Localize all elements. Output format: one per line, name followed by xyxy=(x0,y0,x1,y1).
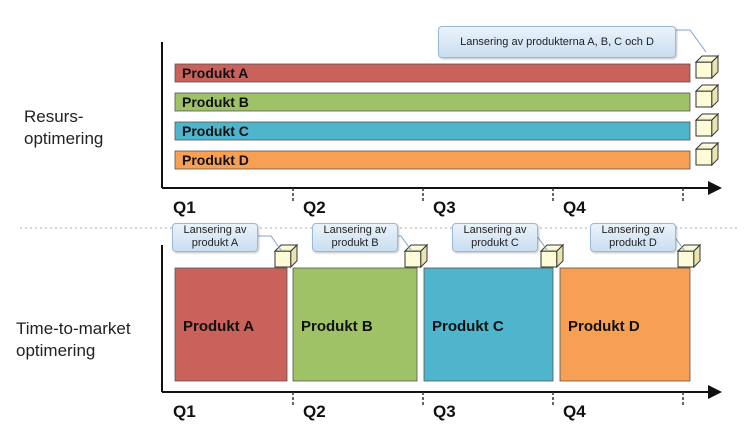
top-quarter-label: Q4 xyxy=(563,198,586,217)
top-quarter-label: Q2 xyxy=(303,198,326,217)
product-bar-label: Produkt B xyxy=(182,94,249,110)
product-bar xyxy=(174,92,691,112)
row-label-resource: Resurs- optimering xyxy=(24,107,104,148)
top-bars: Produkt A Produkt B Produkt C Produkt D xyxy=(174,63,691,170)
launch-cube-icon xyxy=(694,141,720,167)
top-launch-callout: Lansering av produkterna A, B, C och D xyxy=(438,26,676,58)
launch-callout-b: Lansering av produkt B xyxy=(312,223,398,252)
product-bar xyxy=(174,63,691,83)
product-bar xyxy=(174,121,691,141)
launch-callout-a: Lansering av produkt A xyxy=(172,223,258,252)
product-block-label: Produkt D xyxy=(568,318,640,335)
product-block xyxy=(423,267,554,382)
bottom-quarter-label: Q3 xyxy=(433,402,456,421)
product-bar-label: Produkt C xyxy=(182,123,249,139)
callout-pointer xyxy=(256,235,282,251)
product-block-label: Produkt C xyxy=(432,318,504,335)
product-block-label: Produkt B xyxy=(301,318,373,335)
bottom-quarter-label: Q1 xyxy=(173,402,196,421)
product-block xyxy=(559,267,691,382)
top-ticks xyxy=(292,188,684,202)
launch-cube-icon xyxy=(676,243,702,269)
launch-cube-icon xyxy=(403,243,429,269)
launch-cube-icon xyxy=(694,112,720,138)
top-callout-pointer xyxy=(674,29,707,53)
bottom-cubes xyxy=(273,243,702,269)
bottom-blocks: Produkt A Produkt B Produkt C Produkt D xyxy=(174,267,691,382)
top-quarter-label: Q3 xyxy=(433,198,456,217)
top-quarter-label: Q1 xyxy=(173,198,196,217)
top-x-arrow xyxy=(708,181,722,195)
product-block xyxy=(292,267,418,382)
launch-cube-icon xyxy=(273,243,299,269)
bottom-quarter-label: Q2 xyxy=(303,402,326,421)
launch-cube-icon xyxy=(694,54,720,80)
row-label-time-to-market: Time-to-market optimering xyxy=(16,319,131,360)
product-bar-label: Produkt D xyxy=(182,152,249,168)
product-block-label: Produkt A xyxy=(183,318,254,335)
top-cubes xyxy=(694,54,720,167)
launch-callout-c: Lansering av produkt C xyxy=(452,223,538,252)
launch-cube-icon xyxy=(694,83,720,109)
product-bar xyxy=(174,150,691,170)
bottom-ticks xyxy=(292,392,684,406)
launch-callout-d: Lansering av produkt D xyxy=(590,223,676,252)
product-bar-label: Produkt A xyxy=(182,65,248,81)
bottom-x-arrow xyxy=(708,385,722,399)
launch-cube-icon xyxy=(539,243,565,269)
product-block xyxy=(174,267,288,382)
bottom-quarter-label: Q4 xyxy=(563,402,586,421)
